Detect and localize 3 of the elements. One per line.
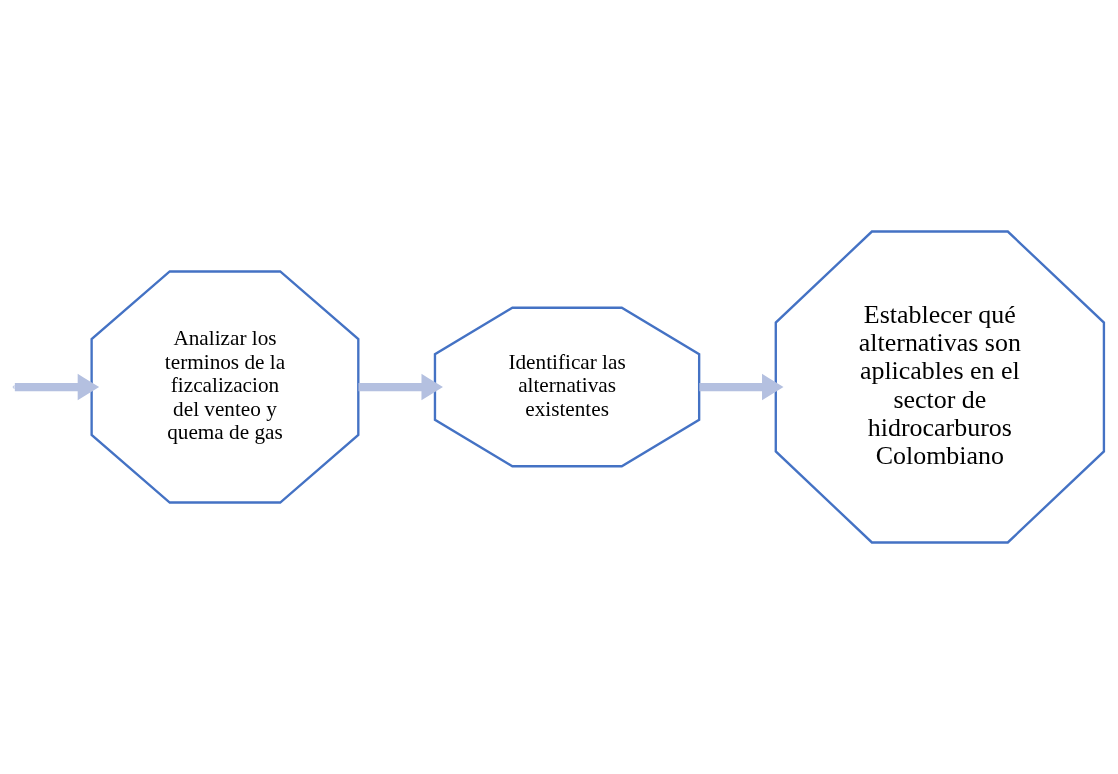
arrow bbox=[699, 373, 784, 401]
arrow bbox=[358, 373, 443, 401]
arrow bbox=[14, 373, 100, 401]
